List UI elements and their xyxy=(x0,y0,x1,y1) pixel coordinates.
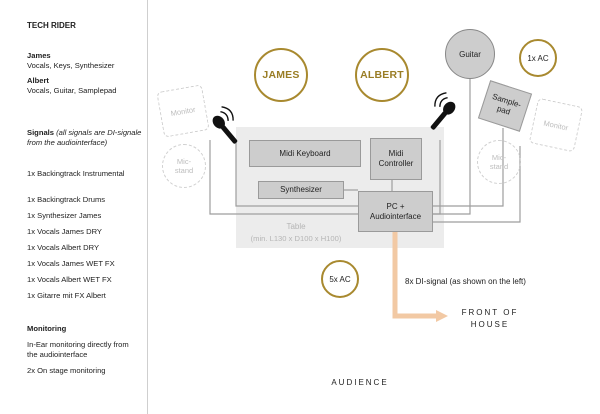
james-microphone-icon xyxy=(212,106,238,144)
signals-heading: Signals xyxy=(27,128,55,137)
signals-note: (all signals are DI-signale from the aud… xyxy=(27,128,142,147)
mic-stand-right: Mic- stand xyxy=(477,140,521,184)
front-of-house-label: FRONT OF HOUSE xyxy=(461,308,519,329)
signal-item: 1x Vocals James DRY xyxy=(27,227,102,236)
pc-audiointerface: PC + Audiointerface xyxy=(358,191,433,232)
guitar-position: Guitar xyxy=(445,29,495,79)
synthesizer: Synthesizer xyxy=(258,181,344,199)
albert-name: Albert xyxy=(27,76,49,85)
signal-item: 1x Gitarre mit FX Albert xyxy=(27,291,106,300)
di-signal-label: 8x DI-signal (as shown on the left) xyxy=(405,277,526,286)
albert-position: ALBERT xyxy=(355,48,409,102)
monitoring-item: In-Ear monitoring directly from the audi… xyxy=(27,340,129,359)
table-label: Table xyxy=(286,222,306,231)
signal-item: 1x Backingtrack Instrumental xyxy=(27,169,125,178)
ac-outlet-5x: 5x AC xyxy=(321,260,359,298)
james-position: JAMES xyxy=(254,48,308,102)
table-dimensions: (min. L130 x D100 x H100) xyxy=(250,234,342,243)
signals-section: Signals (all signals are DI-signale from… xyxy=(27,128,145,148)
signal-item: 1x Vocals James WET FX xyxy=(27,259,115,268)
ac-outlet-1x: 1x AC xyxy=(519,39,557,77)
albert-roles: Vocals, Guitar, Samplepad xyxy=(27,86,117,95)
albert-microphone-icon xyxy=(430,92,456,130)
midi-keyboard: Midi Keyboard xyxy=(249,140,361,167)
mic-stand-left: Mic- stand xyxy=(162,144,206,188)
monitor-right: Monitor xyxy=(528,97,584,153)
di-signal-arrow xyxy=(392,232,448,322)
monitoring-item: 2x On stage monitoring xyxy=(27,366,106,375)
midi-controller: Midi Controller xyxy=(370,138,422,180)
signal-item: 1x Synthesizer James xyxy=(27,211,102,220)
signal-item: 1x Vocals Albert WET FX xyxy=(27,275,112,284)
tech-rider-title: TECH RIDER xyxy=(27,21,76,30)
monitor-left: Monitor xyxy=(156,84,210,138)
tech-rider-sidebar xyxy=(0,0,148,414)
monitoring-heading: Monitoring xyxy=(27,324,67,333)
signal-item: 1x Vocals Albert DRY xyxy=(27,243,100,252)
audience-label: AUDIENCE xyxy=(331,378,389,387)
james-name: James xyxy=(27,51,51,60)
james-roles: Vocals, Keys, Synthesizer xyxy=(27,61,115,70)
signal-item: 1x Backingtrack Drums xyxy=(27,195,106,204)
